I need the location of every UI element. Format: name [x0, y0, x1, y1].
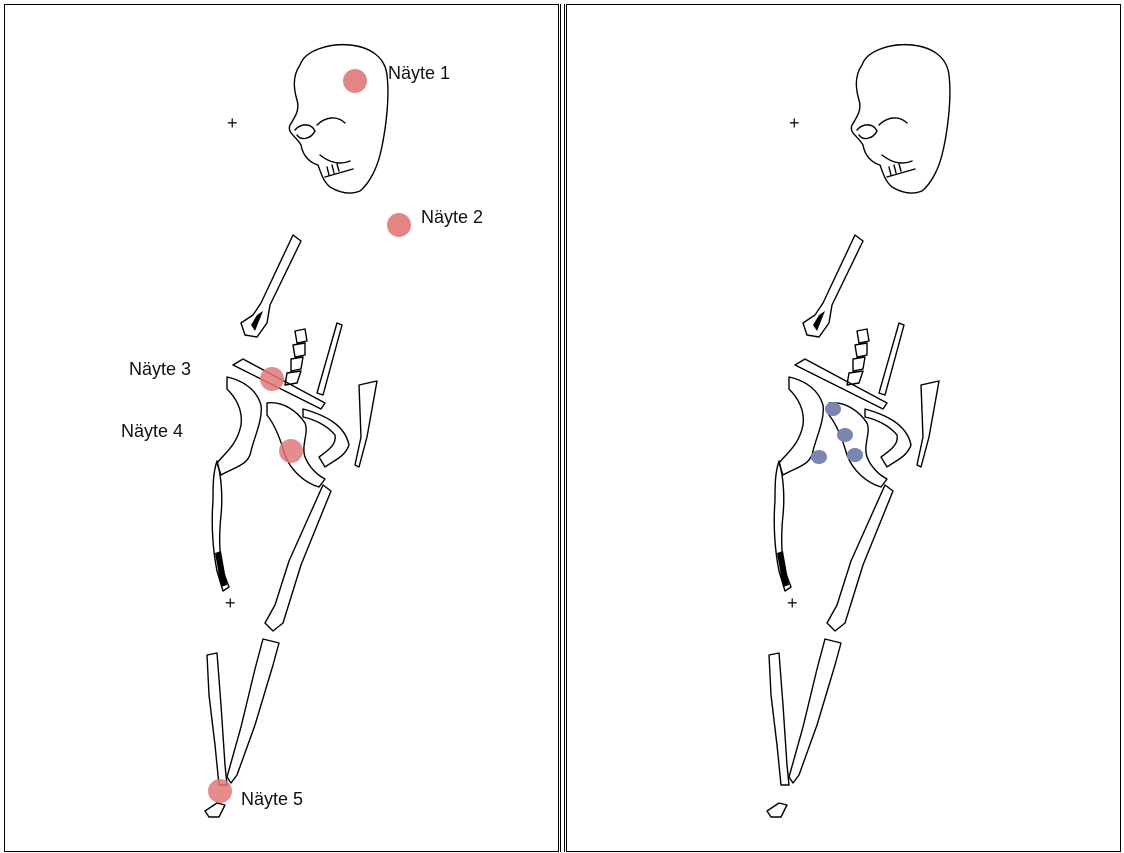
radius	[917, 381, 939, 467]
sample-2-marker	[387, 213, 411, 237]
reference-cross-bottom: +	[787, 593, 798, 613]
cluster-marker-3	[811, 450, 827, 464]
sample-2-label: Näyte 2	[421, 207, 483, 227]
pelvis	[217, 377, 261, 475]
right-femur	[265, 485, 331, 631]
pelvis-right	[829, 403, 887, 487]
foot	[205, 803, 225, 817]
skull-cheek	[879, 118, 907, 125]
reference-cross-top: +	[789, 113, 800, 133]
humerus	[803, 235, 863, 337]
skeleton-drawing-with-samples: + + Näyte 1 Näyte 2 Näyte 3 Näyte 4 Näyt…	[5, 5, 560, 853]
spine	[847, 329, 869, 385]
sample-3-marker	[260, 367, 284, 391]
sacrum	[865, 409, 911, 467]
sample-5-marker	[208, 779, 232, 803]
sample-3-label: Näyte 3	[129, 359, 191, 379]
fibula	[207, 653, 227, 785]
cluster-marker-4	[847, 448, 863, 462]
right-femur	[827, 485, 893, 631]
tibia	[789, 639, 841, 783]
sample-5-label: Näyte 5	[241, 789, 303, 809]
cluster-marker-1	[825, 402, 841, 416]
skull-jaw	[882, 155, 912, 163]
sacrum	[303, 409, 349, 467]
skull-cheek	[317, 118, 345, 125]
humerus-hatch	[813, 311, 825, 331]
skeleton-outline	[767, 45, 950, 817]
sample-markers	[208, 69, 411, 803]
clavicle	[795, 359, 887, 409]
skeleton-outline	[205, 45, 388, 817]
radius	[355, 381, 377, 467]
skull-eye-socket	[857, 125, 877, 139]
sample-4-marker	[279, 439, 303, 463]
sample-1-marker	[343, 69, 367, 93]
foot	[767, 803, 787, 817]
skull-jaw	[320, 155, 350, 163]
rib	[879, 323, 904, 395]
cluster-marker-2	[837, 428, 853, 442]
rib	[317, 323, 342, 395]
reference-cross-top: +	[227, 113, 238, 133]
sample-1-label: Näyte 1	[388, 63, 450, 83]
reference-cross-bottom: +	[225, 593, 236, 613]
fibula	[769, 653, 789, 785]
panel-divider	[560, 4, 565, 852]
humerus-hatch	[251, 311, 263, 331]
skull-eye-socket	[295, 125, 315, 139]
right-panel: + +	[566, 4, 1121, 852]
sample-4-label: Näyte 4	[121, 421, 183, 441]
skull-teeth	[887, 164, 915, 177]
skull-teeth	[325, 164, 353, 177]
humerus	[241, 235, 301, 337]
left-panel: + + Näyte 1 Näyte 2 Näyte 3 Näyte 4 Näyt…	[4, 4, 559, 852]
skeleton-drawing-with-clusters: + +	[567, 5, 1122, 853]
spine	[285, 329, 307, 385]
tibia	[227, 639, 279, 783]
